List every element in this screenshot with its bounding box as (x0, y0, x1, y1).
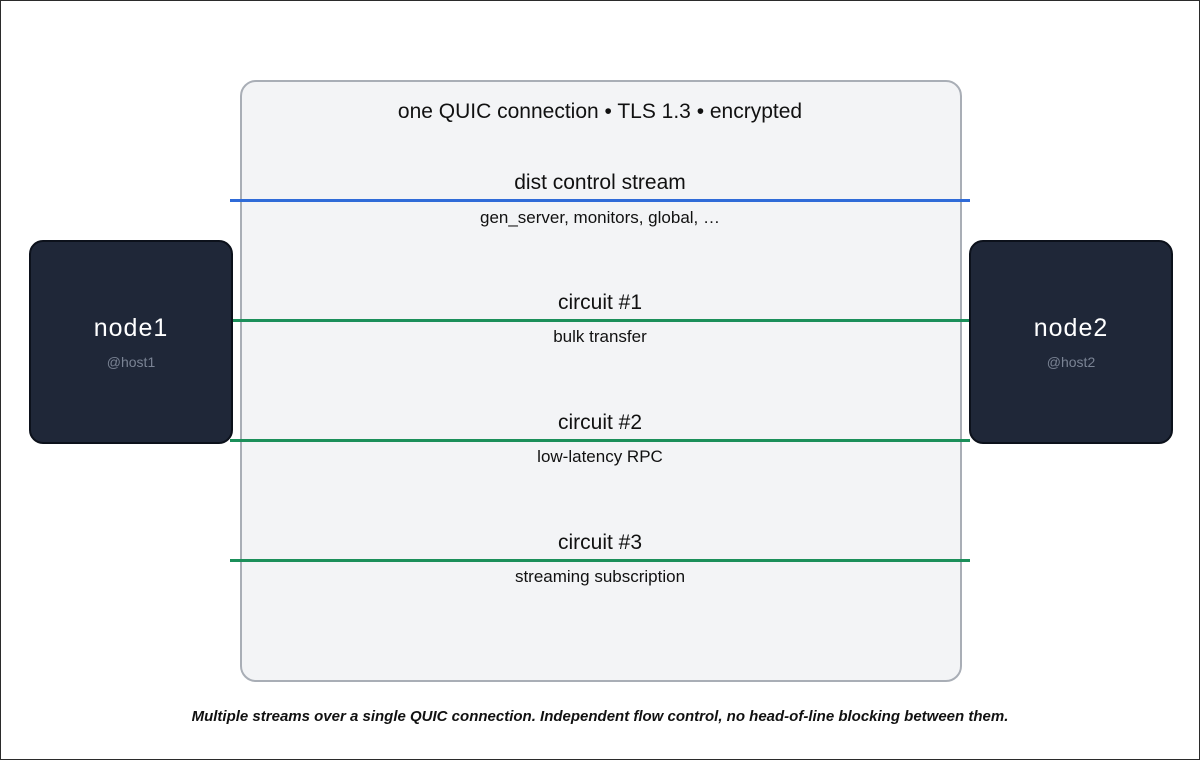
quic-connection-box (240, 80, 962, 682)
control-stream-title: dist control stream (514, 171, 686, 194)
node-left-host: @host1 (106, 354, 156, 370)
node-right-host: @host2 (1046, 354, 1096, 370)
node-left: node1 @host1 (29, 240, 233, 444)
connection-title: one QUIC connection • TLS 1.3 • encrypte… (397, 100, 803, 123)
node-right: node2 @host2 (969, 240, 1173, 444)
circuit-1-line (230, 319, 970, 322)
circuit-3-line (230, 559, 970, 562)
control-stream-line (230, 199, 970, 202)
circuit-3-title: circuit #3 (557, 531, 643, 554)
control-stream-subtitle: gen_server, monitors, global, … (479, 208, 720, 227)
circuit-2-subtitle: low-latency RPC (537, 447, 663, 466)
circuit-2-title: circuit #2 (557, 411, 643, 434)
circuit-2-line (230, 439, 970, 442)
diagram-caption: Multiple streams over a single QUIC conn… (191, 708, 1009, 725)
node-right-name: node2 (1033, 314, 1109, 342)
circuit-3-subtitle: streaming subscription (514, 567, 686, 586)
circuit-1-title: circuit #1 (557, 291, 643, 314)
node-left-name: node1 (93, 314, 169, 342)
circuit-1-subtitle: bulk transfer (553, 327, 647, 346)
